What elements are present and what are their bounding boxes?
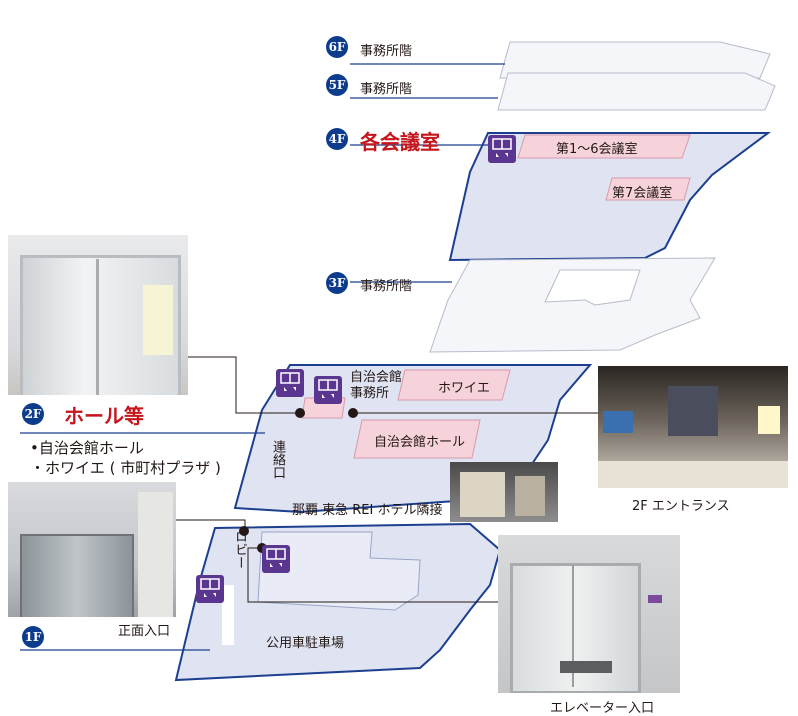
photo-2f-entrance (598, 366, 788, 488)
leader-elevator (247, 547, 498, 603)
elevator-icon (196, 575, 224, 603)
bullet-foyer: ・ホワイエ ( 市町村プラザ ) (30, 459, 221, 477)
room-label-neighbor: 那覇 東急 REI ホテル隣接 (292, 503, 443, 518)
room-conf-1-6 (517, 134, 691, 159)
photo-2f-hall-entrance (8, 235, 188, 395)
floor-6f-slab (499, 41, 771, 79)
bullet-hall: •自治会館ホール (30, 439, 144, 457)
floor-3f-slab (429, 257, 716, 353)
room-label-conf-7: 第7会議室 (612, 186, 673, 201)
photo-elevator-entrance (498, 535, 680, 693)
room-label-office: 自治会館 事務所 (350, 370, 403, 401)
badge-2f: 2F (22, 403, 44, 425)
room-label-lobby: ロビー (232, 530, 247, 569)
elevator-icon (276, 369, 304, 397)
room-label-foyer: ホワイエ (438, 381, 490, 396)
floor-3f-void (544, 269, 641, 306)
photo-front-entrance (8, 482, 176, 617)
room-label-corridor: 連絡口 (270, 440, 285, 479)
photo-hotel-adjacent (450, 462, 558, 522)
caption-elevator-entrance: エレベーター入口 (550, 701, 655, 716)
room-label-hall: 自治会館ホール (374, 435, 466, 450)
leader-front (175, 519, 246, 528)
caption-front-entrance: 正面入口 (118, 624, 171, 639)
badge-6f: 6F (326, 36, 348, 58)
leader-2f-photo (188, 356, 300, 414)
point-2f-b (348, 408, 358, 418)
badge-4f: 4F (326, 128, 348, 150)
elevator-icon (314, 376, 342, 404)
badge-5f: 5F (326, 74, 348, 96)
point-1f-a (239, 526, 249, 536)
floor-1f-inner (257, 531, 421, 611)
room-foyer (397, 369, 511, 401)
room-label-parking: 公用車駐車場 (266, 636, 345, 651)
floor-5f-slab (497, 72, 776, 111)
elevator-icon (262, 545, 290, 573)
caption-2f-entrance: 2F エントランス (632, 499, 730, 514)
room-hall (353, 419, 481, 459)
room-label-conf-1-6: 第1～6会議室 (556, 142, 638, 157)
label-5f: 事務所階 (360, 82, 413, 97)
label-6f: 事務所階 (360, 44, 413, 59)
label-4f: 各会議室 (360, 130, 440, 154)
point-2f-a (295, 408, 305, 418)
badge-3f: 3F (326, 272, 348, 294)
room-conf-7 (605, 177, 691, 201)
label-3f: 事務所階 (360, 279, 413, 294)
lobby-strip (222, 585, 234, 645)
label-2f: ホール等 (64, 404, 144, 428)
badge-1f: 1F (22, 626, 44, 648)
elevator-icon (488, 135, 516, 163)
